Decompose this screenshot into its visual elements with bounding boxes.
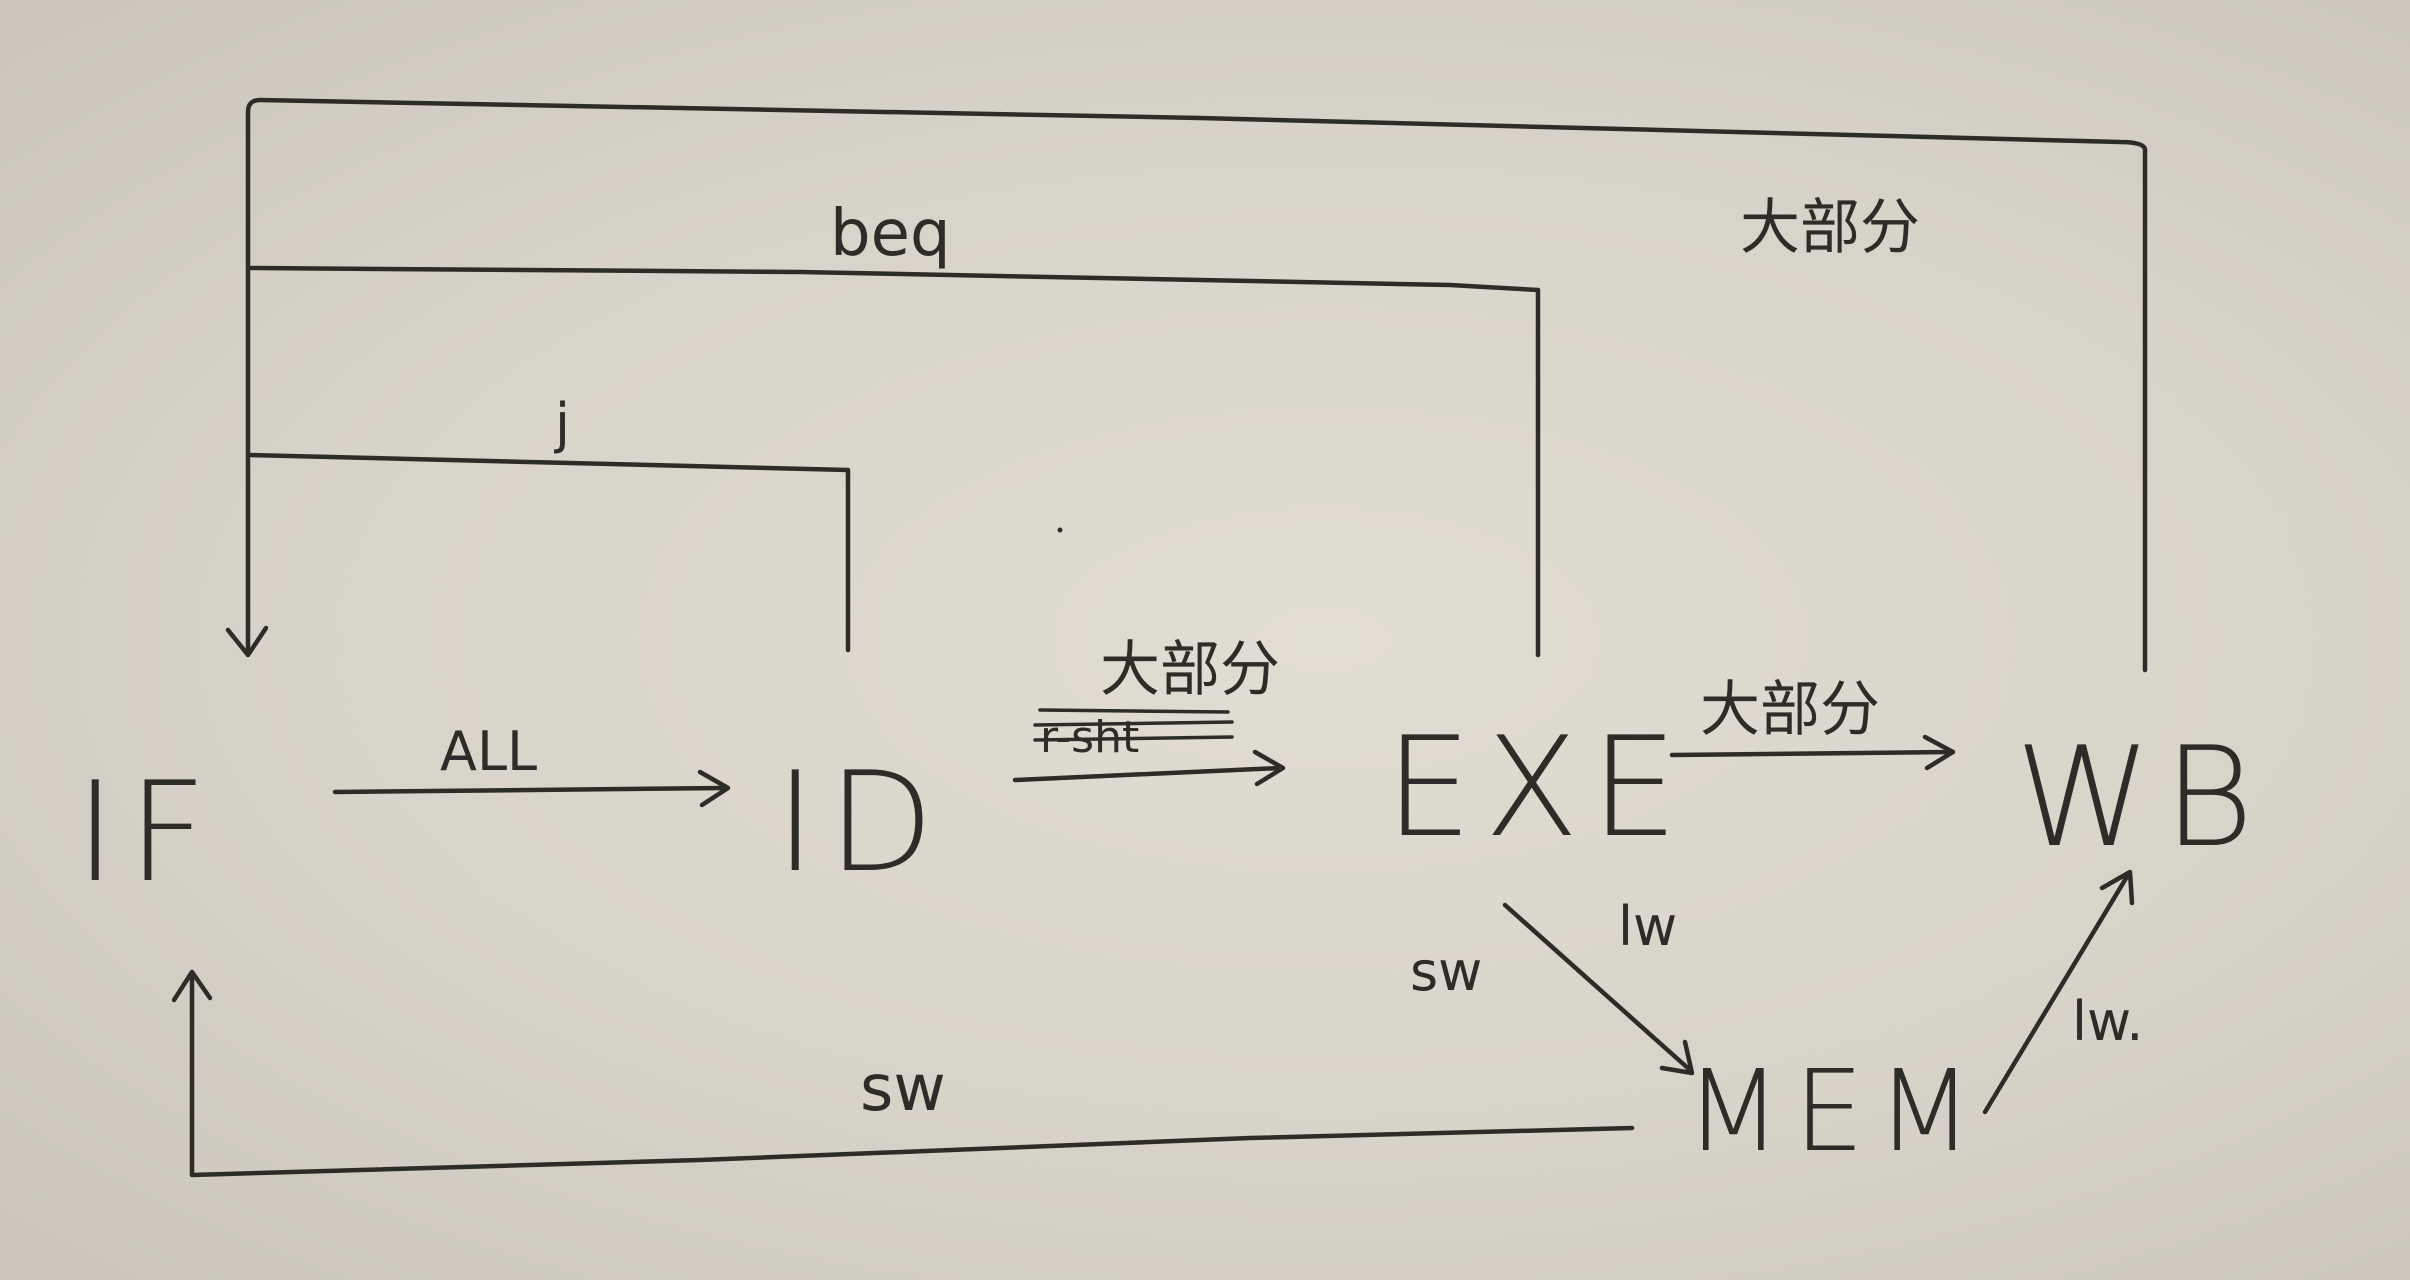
edge-mem-to-wb-arrowhead [2099, 869, 2135, 906]
edge-exe-to-wb-arrowhead [1922, 734, 1956, 771]
edge-exe-to-mem-arrowhead [1659, 1039, 1695, 1076]
edge-id-to-exe-arrowhead [1252, 749, 1286, 787]
edge-if-to-id-arrowhead [697, 769, 731, 808]
label-exe-to-wb: 大部分 [1700, 675, 1880, 745]
stage-exe: EXE [1385, 707, 1690, 868]
edge-mem-to-if-line [189, 972, 1635, 1178]
pencil-dot [1057, 527, 1063, 533]
edge-exe-to-mem-line [1502, 902, 1693, 1073]
label-exe-to-mem-lw: lw [1618, 895, 1677, 958]
strikethrough-mark [1033, 708, 1234, 742]
label-mem-to-if: sw [860, 1052, 946, 1126]
edge-if-to-id-line [332, 785, 728, 795]
edge-exe-to-wb-line [1669, 749, 1953, 758]
label-id-to-if: j [554, 392, 570, 455]
label-exe-to-if: beq [830, 197, 951, 271]
edge-mem-to-if-arrowhead [171, 969, 213, 1003]
edge-exe-to-if-line [247, 265, 1541, 658]
edge-mem-to-wb-line [1982, 872, 2131, 1115]
stage-id: ID [775, 742, 946, 903]
edge-id-to-exe-line [1012, 765, 1283, 783]
label-exe-to-mem-sw: sw [1410, 940, 1482, 1003]
edge-id-to-if-line [247, 452, 851, 653]
stage-wb: WB [2015, 717, 2266, 878]
label-id-to-exe: 大部分 [1100, 635, 1280, 705]
label-wb-to-if: 大部分 [1740, 193, 1920, 263]
edge-feedback-arrowhead [225, 625, 269, 658]
label-mem-to-wb: lw. [2072, 990, 2143, 1053]
stage-if: IF [75, 752, 219, 913]
edge-wb-to-if-line [245, 97, 2148, 673]
stage-mem: MEM [1685, 1047, 1985, 1177]
label-if-to-id: ALL [440, 720, 537, 783]
